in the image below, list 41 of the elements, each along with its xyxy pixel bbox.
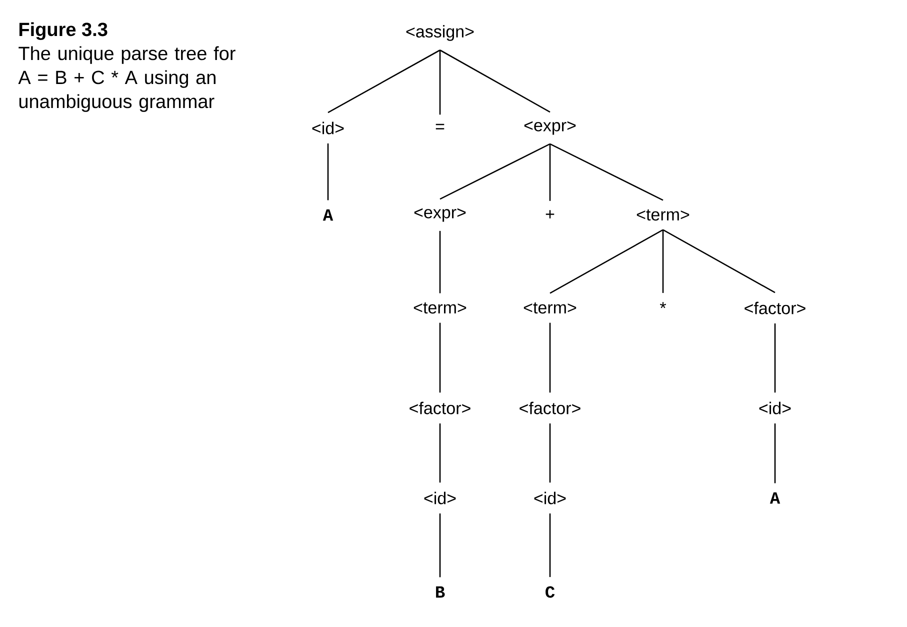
tree-node-label: <factor>: [520, 402, 580, 414]
tree-node-label: <id>: [534, 492, 566, 504]
tree-branch: [439, 230, 441, 294]
tree-branch: [440, 143, 550, 200]
tree-branch: [549, 144, 551, 201]
tree-branch: [550, 143, 664, 201]
tree-node-label: <expr>: [414, 208, 466, 222]
tree-branch: [549, 322, 551, 393]
tree-node-label: *: [660, 302, 666, 308]
tree-branch: [662, 230, 664, 293]
tree-node-label: +: [546, 210, 554, 218]
figure-caption: The unique parse tree for A = B + C * A using an unambiguous grammar: [18, 46, 236, 112]
tree-node-label: <term>: [524, 302, 576, 314]
terminal-symbol: A: [322, 209, 334, 221]
tree-branch: [328, 50, 440, 114]
terminal-symbol: A: [770, 492, 780, 504]
terminal-symbol: B: [436, 586, 445, 598]
tree-branch: [662, 229, 776, 294]
tree-branch: [439, 513, 441, 578]
tree-node-label: <expr>: [524, 121, 576, 135]
tree-branch: [439, 322, 441, 393]
tree-branch: [774, 323, 776, 393]
terminal-symbol: C: [546, 586, 555, 598]
tree-node-label: <term>: [636, 209, 690, 221]
tree-node-label: <id>: [312, 122, 344, 134]
tree-node-label: <assign>: [406, 25, 474, 41]
tree-branch: [439, 50, 441, 115]
tree-branch: [549, 423, 551, 483]
tree-branch: [327, 143, 329, 200]
tree-branch: [440, 50, 550, 113]
tree-node-label: =: [436, 124, 444, 130]
tree-branch: [439, 423, 441, 483]
tree-node-label: <id>: [424, 492, 456, 504]
tree-node-label: <factor>: [410, 402, 470, 414]
tree-branch: [774, 423, 776, 484]
tree-node-label: <term>: [414, 302, 466, 314]
tree-branch: [549, 513, 551, 578]
tree-node-label: <factor>: [744, 302, 806, 314]
figure-title: Figure 3.3: [19, 22, 108, 40]
tree-node-label: <id>: [759, 402, 791, 414]
tree-branch: [550, 229, 664, 294]
